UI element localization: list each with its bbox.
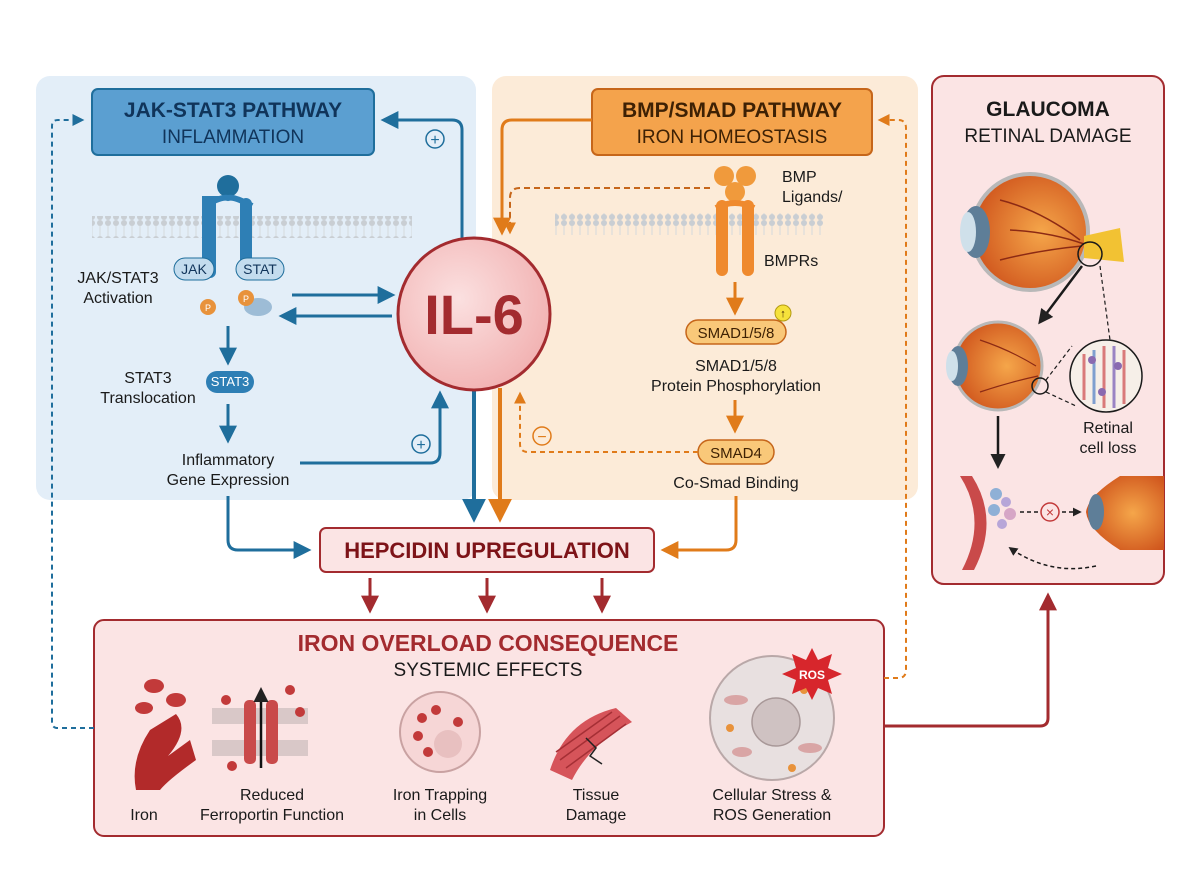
- jak-badge-label: JAK: [181, 261, 207, 277]
- dashed-zoom-line-1: [1045, 345, 1073, 381]
- jak-translocation-label-2: Translocation: [100, 390, 195, 407]
- bmpr-receptor-icon: [714, 200, 756, 276]
- ros-cell-icon: [709, 648, 842, 781]
- dashed-iron-to-bmp: [877, 114, 907, 679]
- svg-text:P: P: [243, 294, 249, 304]
- dashed-ligand-to-il6: [504, 187, 710, 235]
- dashed-zoom-line-3: [1099, 265, 1111, 341]
- ros-generation-label-1: Cellular Stress &: [712, 787, 831, 804]
- stat-badge: [235, 257, 285, 281]
- phospho-jak-icon: P: [200, 299, 216, 315]
- smad158-badge-label: SMAD1/5/8: [698, 325, 775, 342]
- jak-subtitle: INFLAMMATION: [162, 127, 304, 148]
- smad-phos-label-1: SMAD1/5/8: [695, 358, 777, 375]
- eye-small-icon: [946, 320, 1049, 412]
- jak-gene-label-1: Inflammatory: [182, 452, 274, 469]
- jak-badge: [173, 257, 215, 281]
- jak-translocation-label-1: STAT3: [124, 370, 172, 387]
- cell-loss-label-1: Retinal: [1083, 420, 1133, 437]
- iron-trapping-cell-icon: [399, 691, 481, 773]
- arrow-il6-to-jak-title: [380, 111, 464, 240]
- iron-item-label: Iron: [130, 807, 158, 824]
- block-icon: ×: [1040, 502, 1060, 522]
- stat3-badge-label: STAT3: [211, 374, 250, 389]
- hepcidin-label: HEPCIDIN UPREGULATION: [344, 538, 630, 563]
- tissue-damage-icon: [550, 708, 632, 780]
- arrow-bmp-title-to-il6: [493, 118, 592, 236]
- stat3-badge: [206, 371, 254, 393]
- tissue-damage-label-2: Damage: [566, 807, 627, 824]
- svg-text:−: −: [537, 429, 546, 446]
- il6-node: [396, 236, 552, 392]
- bmp-title-box: [591, 88, 873, 156]
- iron-subtitle: SYSTEMIC EFFECTS: [394, 660, 583, 681]
- cell-loss-label-2: cell loss: [1080, 440, 1137, 457]
- plus-icon: +: [411, 434, 431, 454]
- bmp-ligand-label-2: Ligands/: [782, 189, 843, 206]
- ros-label: ROS: [799, 668, 825, 682]
- bmp-receptor-label: BMPRs: [764, 253, 818, 270]
- ferroportin-label-2: Ferroportin Function: [200, 807, 344, 824]
- tissue-damage-label-1: Tissue: [573, 787, 620, 804]
- jak-activation-label-2: Activation: [83, 290, 152, 307]
- plus-icon: +: [425, 129, 445, 149]
- smad4-badge-label: SMAD4: [710, 445, 762, 462]
- dashed-smad4-to-il6: [514, 391, 698, 453]
- bmp-membrane: [555, 213, 825, 235]
- minus-icon: −: [532, 426, 552, 446]
- svg-text:+: +: [430, 132, 439, 149]
- svg-text:×: ×: [1046, 504, 1054, 520]
- jak-activation-label-1: JAK/STAT3: [77, 270, 158, 287]
- arrow-gene-to-hepcidin: [226, 496, 312, 559]
- bmp-ligand-icon: [714, 166, 756, 202]
- svg-text:P: P: [205, 303, 211, 313]
- ferroportin-icon: [212, 685, 308, 771]
- cosmad-label: Co-Smad Binding: [673, 475, 798, 492]
- retina-cells-icon: [1069, 339, 1143, 413]
- dashed-return-arrow: [1008, 546, 1097, 570]
- bmp-ligand-label-1: BMP: [782, 169, 817, 186]
- eye-large-icon: [960, 172, 1124, 292]
- bmp-subtitle: IRON HOMEOSTASIS: [637, 127, 828, 148]
- hepcidin-box: [319, 527, 655, 573]
- svg-text:+: +: [416, 437, 425, 454]
- iron-trapping-label-1: Iron Trapping: [393, 787, 487, 804]
- arrow-iron-to-glaucoma: [884, 592, 1057, 728]
- dashed-iron-to-jak: [51, 114, 94, 729]
- smad-phos-label-2: Protein Phosphorylation: [651, 378, 821, 395]
- phospho-stat-icon: P: [238, 290, 272, 316]
- ros-generation-label-2: ROS Generation: [713, 807, 831, 824]
- arrow-smad4-to-hepcidin: [660, 496, 738, 559]
- bmp-title: BMP/SMAD PATHWAY: [622, 99, 842, 122]
- dashed-zoom-line-2: [1045, 391, 1077, 407]
- jak-title-box: [91, 88, 375, 156]
- stat-badge-label: STAT: [243, 261, 277, 277]
- glaucoma-subtitle: RETINAL DAMAGE: [964, 126, 1131, 147]
- glaucoma-title: GLAUCOMA: [986, 98, 1110, 121]
- bmp-panel: [492, 76, 918, 500]
- smad158-badge: [685, 319, 787, 345]
- iron-vessel-icon: [134, 679, 196, 790]
- eye-partial-icon: [1086, 476, 1164, 550]
- ferroportin-label-1: Reduced: [240, 787, 304, 804]
- arrow-gene-to-il6: [300, 390, 449, 465]
- jak-gene-label-2: Gene Expression: [167, 472, 290, 489]
- il6-label: IL-6: [424, 283, 524, 346]
- vessel-molecules-icon: [960, 476, 1016, 570]
- jak-panel: [36, 76, 476, 500]
- jak-title: JAK-STAT3 PATHWAY: [124, 99, 342, 122]
- iron-title: IRON OVERLOAD CONSEQUENCE: [298, 630, 679, 656]
- arrow-eye-zoom: [1038, 265, 1083, 325]
- iron-trapping-label-2: in Cells: [414, 807, 466, 824]
- il6-receptor-icon: [202, 175, 254, 278]
- up-arrow-icon: ↑: [774, 304, 792, 322]
- svg-text:↑: ↑: [780, 308, 786, 320]
